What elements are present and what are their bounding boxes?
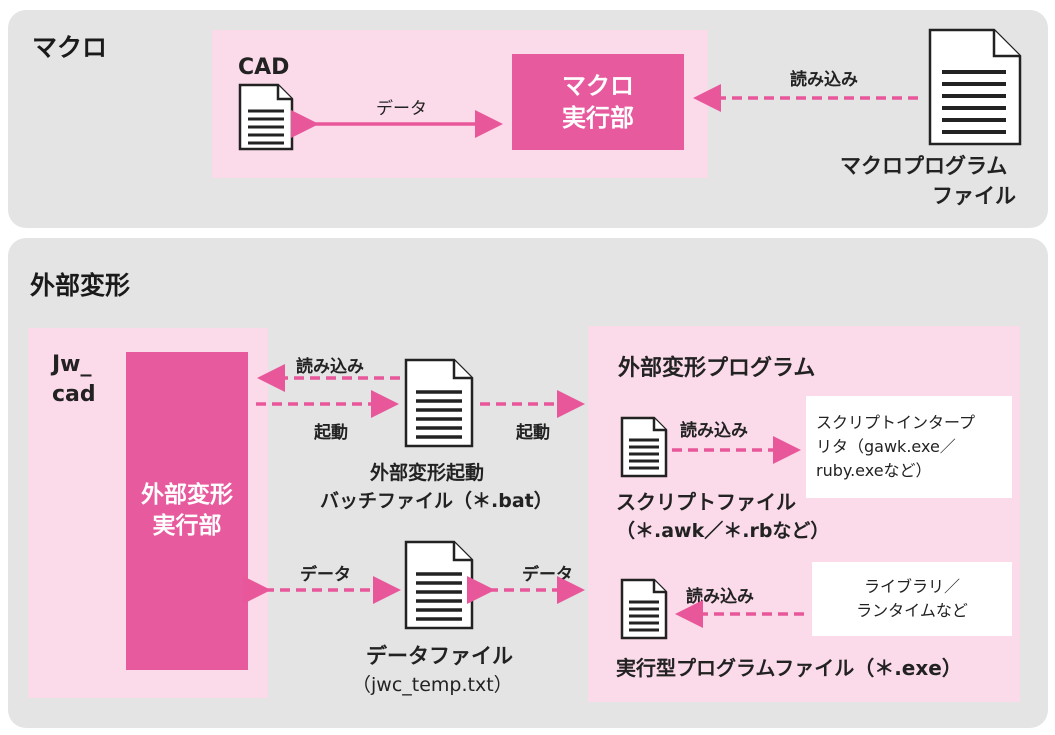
external-executor: 外部変形 実行部	[126, 352, 248, 670]
batch-document-icon	[404, 358, 474, 448]
cad-label: CAD	[238, 55, 290, 80]
library-line2: ランタイムなど	[856, 601, 968, 620]
cad-document-icon	[238, 83, 294, 151]
external-executor-line1: 外部変形	[141, 481, 233, 508]
macro-executor-line1: マクロ	[562, 71, 634, 100]
external-read-label: 読み込み	[296, 357, 364, 377]
macro-program-label-line2: ファイル	[932, 184, 1016, 208]
script-read-label: 読み込み	[680, 421, 748, 441]
exe-read-label: 読み込み	[686, 587, 754, 607]
macro-panel-title: マクロ	[32, 33, 108, 62]
datafile-label-line2: （jwc_temp.txt）	[352, 674, 513, 696]
batch-label-line2: バッチファイル（＊.bat）	[320, 490, 553, 512]
jwcad-label-line1: Jw_	[52, 352, 92, 377]
exe-document-icon	[620, 578, 668, 640]
macro-program-document-icon	[928, 28, 1022, 146]
external-program-area	[588, 326, 1020, 702]
library-box: ライブラリ／ ランタイムなど	[812, 562, 1012, 636]
exe-label: 実行型プログラムファイル（＊.exe）	[616, 656, 962, 680]
script-label-line2: （＊.awk／＊.rbなど）	[616, 520, 830, 542]
interpreter-line1: スクリプトインタープ	[816, 413, 976, 432]
macro-program-label-line1: マクロプログラム	[840, 154, 1008, 178]
interpreter-box: スクリプトインタープ リタ（gawk.exe／ ruby.exeなど）	[806, 396, 1012, 498]
macro-executor-line2: 実行部	[562, 104, 634, 132]
datafile-label-line1: データファイル	[366, 644, 513, 668]
external-executor-line2: 実行部	[152, 513, 222, 539]
jwcad-label-line2: cad	[52, 382, 96, 407]
interpreter-line2: リタ（gawk.exe／	[816, 437, 956, 456]
script-label-line1: スクリプトファイル	[616, 490, 796, 514]
macro-read-label: 読み込み	[790, 70, 858, 90]
script-document-icon	[620, 416, 668, 478]
external-program-title: 外部変形プログラム	[618, 356, 816, 381]
external-launch-label-left: 起動	[314, 423, 348, 443]
macro-executor: マクロ 実行部	[512, 54, 684, 150]
interpreter-line3: ruby.exeなど）	[816, 461, 932, 480]
library-line1: ライブラリ／	[863, 577, 960, 596]
external-launch-label-right: 起動	[516, 423, 550, 443]
external-panel-title: 外部変形	[30, 271, 131, 300]
batch-label-line1: 外部変形起動	[370, 462, 485, 484]
